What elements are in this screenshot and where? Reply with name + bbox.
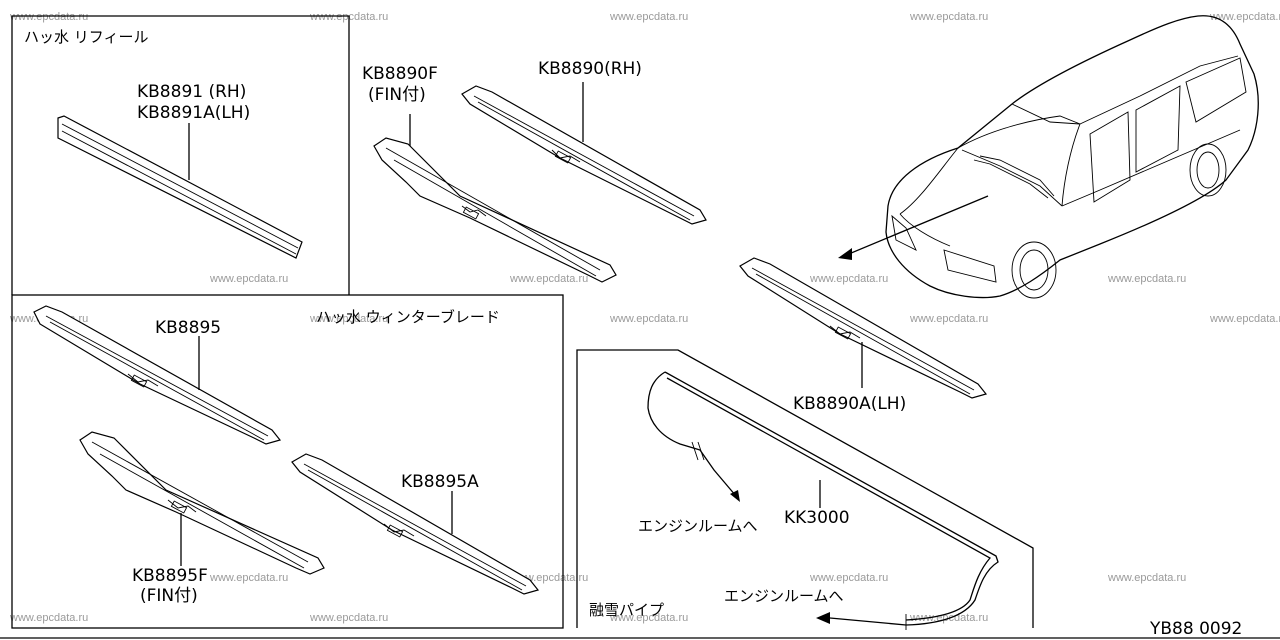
watermark: www.epcdata.ru <box>309 313 388 325</box>
blade-kb8890f-drawing <box>373 137 617 283</box>
blade-kb8895a-drawing <box>291 453 540 595</box>
watermark: www.epcdata.ru <box>609 313 688 325</box>
arrow-head-icon <box>816 612 830 624</box>
watermark: www.epcdata.ru <box>1209 11 1280 23</box>
blade-kb8890a-lh-drawing <box>739 257 988 399</box>
label-kb8895f: KB8895F <box>132 566 208 586</box>
watermark-layer: www.epcdata.ru www.epcdata.ru www.epcdat… <box>9 11 1280 624</box>
note-engine-room-2: エンジンルームへ <box>724 587 844 605</box>
label-kb8891a: KB8891A(LH) <box>137 103 250 123</box>
watermark: www.epcdata.ru <box>909 11 988 23</box>
refill-section-title: ハッ水 リフィール <box>24 28 148 46</box>
watermark: www.epcdata.ru <box>209 273 288 285</box>
heater-pipe-section-box <box>576 349 1034 628</box>
blade-kb8895f-drawing <box>79 431 325 575</box>
blade-kb8890-rh-drawing <box>461 85 707 225</box>
refill-rubber-drawing <box>57 115 303 259</box>
watermark: www.epcdata.ru <box>1107 572 1186 584</box>
refill-section-box <box>11 15 350 295</box>
pointer-arrow-to-car <box>843 195 989 257</box>
winter-blade-section-box <box>11 294 564 629</box>
watermark: www.epcdata.ru <box>209 572 288 584</box>
diagram-code: YB88 0092 <box>1149 619 1242 639</box>
arrow-head-icon <box>730 490 740 502</box>
note-engine-room-1: エンジンルームへ <box>638 517 758 535</box>
watermark: www.epcdata.ru <box>609 11 688 23</box>
label-kb8890f: KB8890F <box>362 64 438 84</box>
label-kb8890: KB8890(RH) <box>538 59 642 79</box>
heater-pipe-section-title: 融雪パイプ <box>589 601 664 619</box>
watermark: www.epcdata.ru <box>809 273 888 285</box>
label-kb8895f-note: (FIN付) <box>140 586 198 606</box>
watermark: www.epcdata.ru <box>909 313 988 325</box>
watermark: www.epcdata.ru <box>1209 313 1280 325</box>
watermark: www.epcdata.ru <box>509 273 588 285</box>
watermark: www.epcdata.ru <box>9 11 88 23</box>
label-kb8895: KB8895 <box>155 318 221 338</box>
car-illustration <box>885 15 1259 299</box>
label-kb8890a: KB8890A(LH) <box>793 394 906 414</box>
heater-pipe-drawing <box>647 371 999 630</box>
watermark: www.epcdata.ru <box>809 572 888 584</box>
label-kb8891: KB8891 (RH) <box>137 82 246 102</box>
blade-kb8895-drawing <box>33 305 282 445</box>
label-kb8890f-note: (FIN付) <box>368 85 426 105</box>
watermark: www.epcdata.ru <box>9 612 88 624</box>
arrow-head-icon <box>838 248 852 260</box>
watermark: www.epcdata.ru <box>309 612 388 624</box>
winter-blade-section-title: ハッ水 ウィンターブレード <box>316 308 500 326</box>
label-kk3000: KK3000 <box>784 508 850 528</box>
label-kb8895a: KB8895A <box>401 472 479 492</box>
watermark: www.epcdata.ru <box>609 612 688 624</box>
watermark: www.epcdata.ru <box>1107 273 1186 285</box>
